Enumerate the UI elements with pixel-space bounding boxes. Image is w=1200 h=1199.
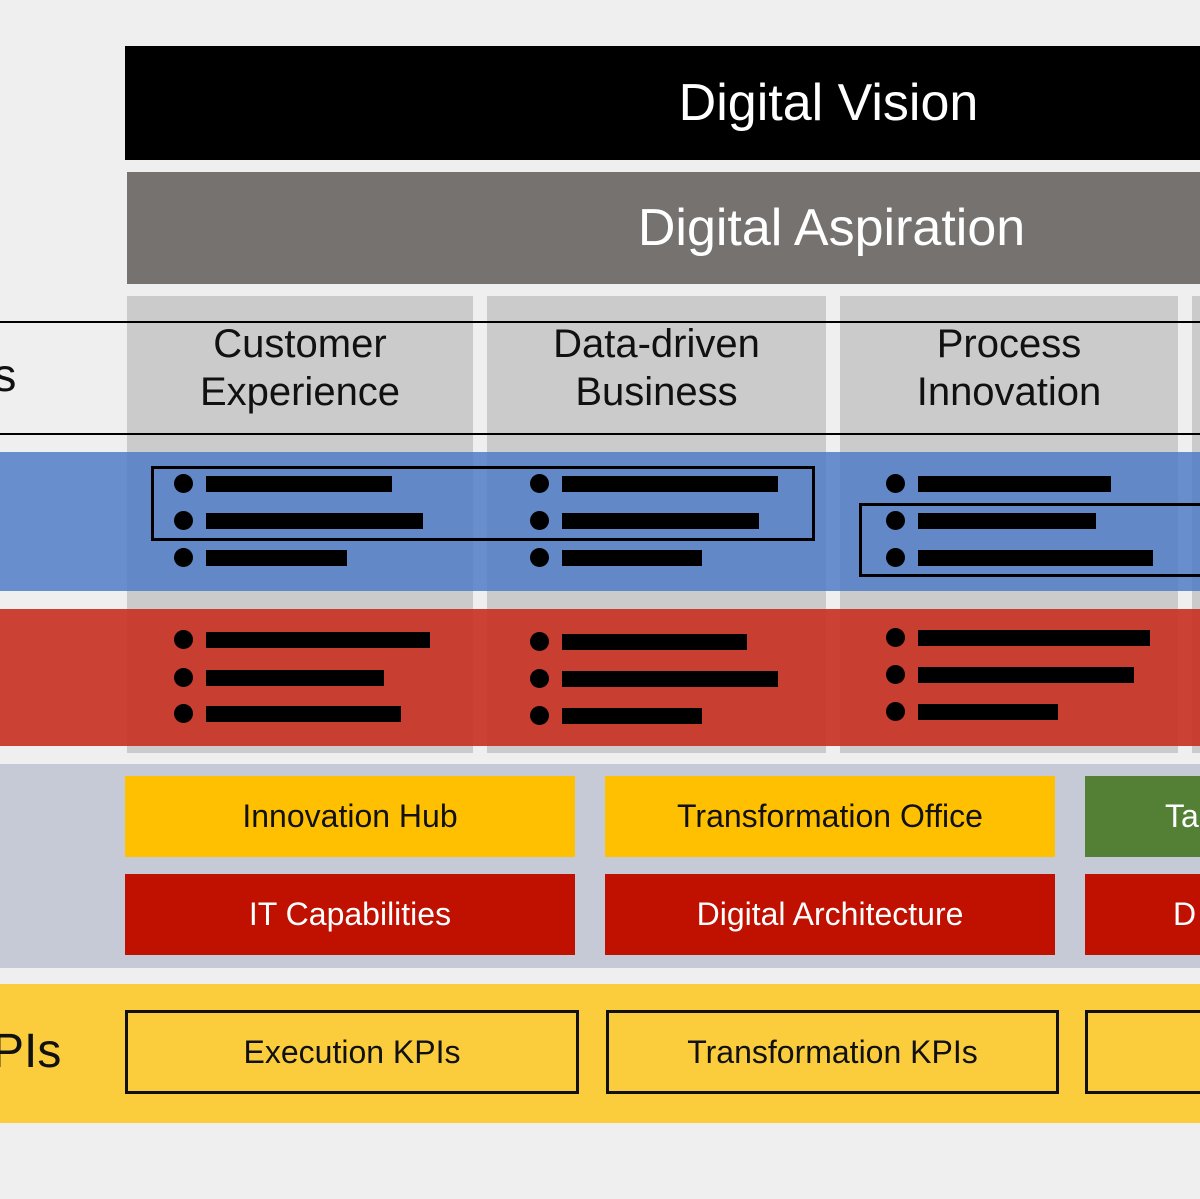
bullet-dot (174, 511, 193, 530)
redacted-text-bar (918, 476, 1111, 492)
enabler-partial-red: D (1085, 874, 1200, 955)
pillars-row-outline (0, 321, 1200, 435)
bullet-dot (886, 628, 905, 647)
callout-box (859, 503, 1200, 577)
digital-vision-bar: Digital Vision (125, 46, 1200, 160)
enabler-label: IT Capabilities (248, 896, 452, 932)
pillars-row-label: rs (0, 349, 17, 401)
bullet-dot (530, 511, 549, 530)
redacted-text-bar (206, 706, 401, 722)
redacted-text-bar (918, 550, 1153, 566)
enabler-label: D (1173, 896, 1197, 932)
pillar-label: Customer Experience (199, 322, 401, 414)
digital-vision-label: Digital Vision (678, 74, 979, 132)
redacted-text-bar (562, 634, 747, 650)
pillar-label: Process Innovation (916, 322, 1102, 414)
redacted-text-bar (206, 476, 392, 492)
bullet-dot (886, 665, 905, 684)
redacted-text-bar (206, 670, 384, 686)
digital-aspiration-label: Digital Aspiration (637, 199, 1026, 257)
kpi-transformation: Transformation KPIs (606, 1010, 1059, 1094)
callout-box (151, 466, 815, 541)
redacted-text-bar (918, 667, 1134, 683)
kpi-execution: Execution KPIs (125, 1010, 579, 1094)
bullet-dot (886, 548, 905, 567)
bullet-dot (174, 548, 193, 567)
enabler-label: Transformation Office (677, 798, 983, 834)
kpi-partial (1085, 1010, 1200, 1094)
bullet-dot (530, 548, 549, 567)
kpis-band (0, 984, 1200, 1123)
redacted-text-bar (206, 513, 423, 529)
redacted-text-bar (562, 476, 778, 492)
bullet-dot (530, 474, 549, 493)
bullet-dot (886, 474, 905, 493)
bullet-dot (530, 632, 549, 651)
bullet-dot (886, 511, 905, 530)
redacted-text-bar (918, 630, 1150, 646)
bullet-dot (886, 702, 905, 721)
enabler-label: Ta (1165, 798, 1199, 834)
kpis-row-label: PIs (0, 1025, 62, 1078)
bullet-dot (530, 669, 549, 688)
enabler-innovation-hub: Innovation Hub (125, 776, 575, 857)
enabler-digital-architecture: Digital Architecture (605, 874, 1055, 955)
bullet-dot (174, 668, 193, 687)
bullet-dot (530, 706, 549, 725)
redacted-text-bar (562, 671, 778, 687)
pillar-label: Data-driven Business (553, 322, 760, 414)
enabler-it-capabilities: IT Capabilities (125, 874, 575, 955)
redacted-text-bar (206, 550, 347, 566)
enabler-label: Digital Architecture (696, 896, 964, 932)
redacted-text-bar (562, 513, 759, 529)
redacted-text-bar (918, 513, 1096, 529)
enabler-partial-green: Ta (1085, 776, 1200, 857)
bullet-dot (174, 704, 193, 723)
bullet-dot (174, 474, 193, 493)
enabler-label: Innovation Hub (242, 798, 458, 834)
kpi-label: Execution KPIs (243, 1033, 461, 1070)
redacted-text-bar (918, 704, 1058, 720)
bullet-dot (174, 630, 193, 649)
redacted-text-bar (206, 632, 430, 648)
enabler-transformation-office: Transformation Office (605, 776, 1055, 857)
redacted-text-bar (562, 550, 702, 566)
kpi-label: Transformation KPIs (687, 1033, 978, 1070)
digital-aspiration-bar: Digital Aspiration (127, 172, 1200, 284)
redacted-text-bar (562, 708, 702, 724)
